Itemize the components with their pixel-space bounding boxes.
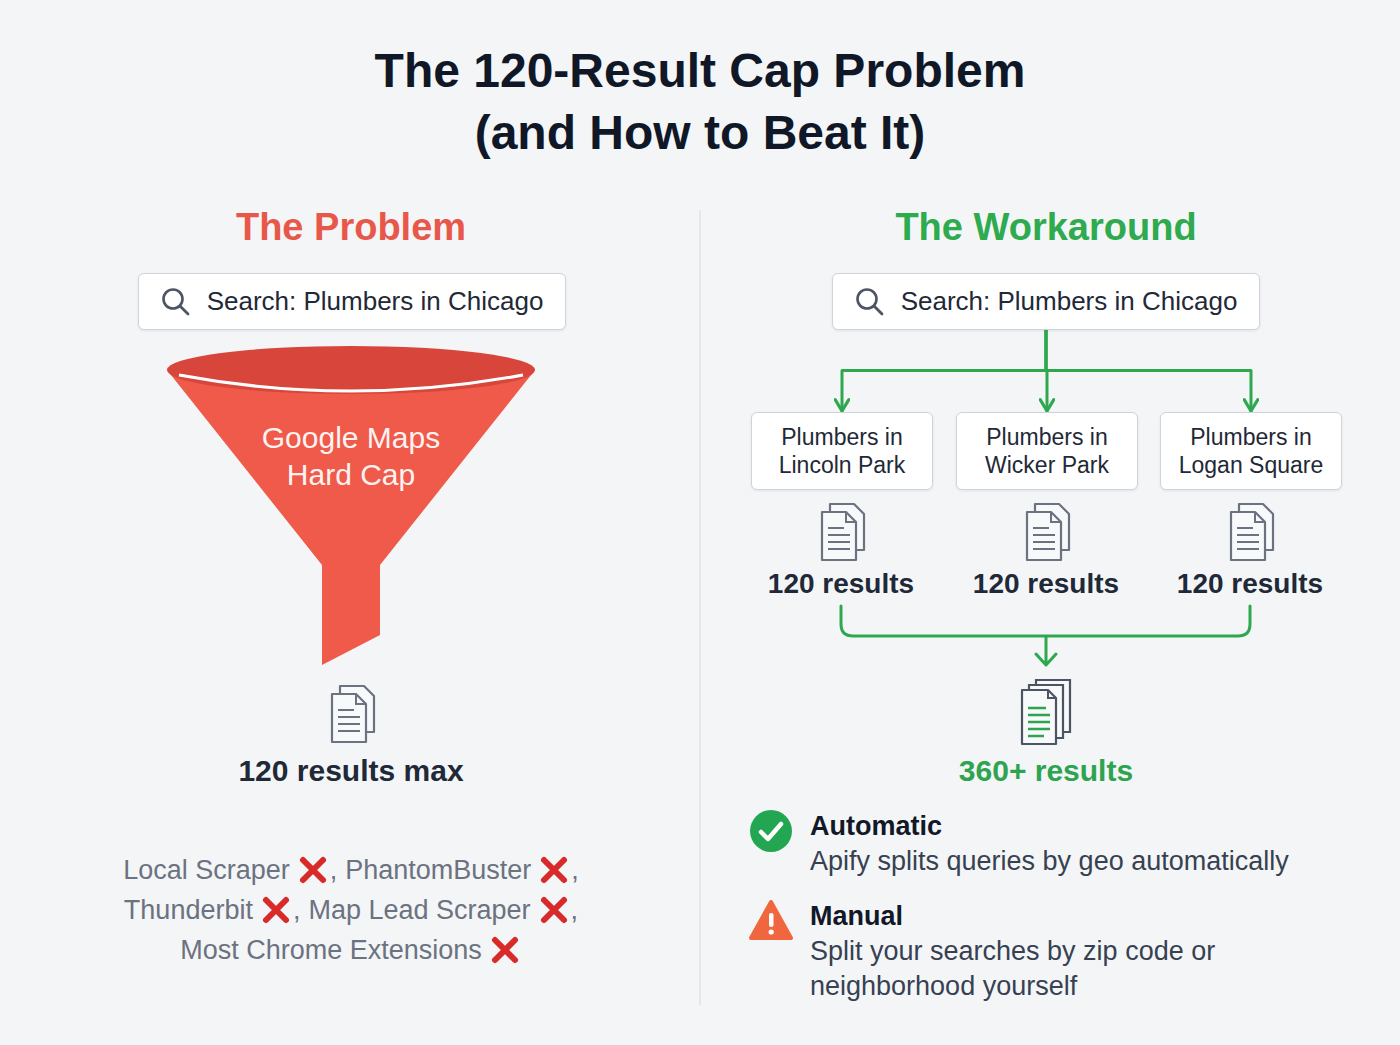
search-icon [855, 287, 885, 317]
feature-text: Apify splits queries by geo automaticall… [810, 844, 1400, 879]
check-icon [748, 808, 794, 854]
document-icon [332, 686, 374, 742]
neighborhood-box: Plumbers in Lincoln Park [751, 412, 933, 490]
funnel-outline [165, 345, 537, 667]
tool-name: Local Scraper [123, 855, 290, 886]
cross-mark [537, 894, 571, 926]
funnel-shape: Google Maps Hard Cap [165, 345, 537, 667]
separator: , [293, 895, 301, 926]
funnel-label: Google Maps Hard Cap [246, 419, 456, 493]
tool-row: Thunderbit,Map Lead Scraper, [40, 890, 662, 930]
feature-item: AutomaticApify splits queries by geo aut… [748, 808, 1400, 879]
neighborhood-box: Plumbers in Wicker Park [956, 412, 1138, 490]
tool-name: Most Chrome Extensions [180, 935, 482, 966]
cross-mark [537, 854, 571, 886]
funnel-rim [167, 346, 535, 394]
funnel-rim-highlight [179, 375, 523, 391]
separator: , [330, 855, 338, 886]
cross-mark [488, 934, 522, 966]
separator: , [571, 855, 579, 886]
node-label: Plumbers in Wicker Park [969, 423, 1125, 479]
tool-name: Thunderbit [124, 895, 253, 926]
document-stack-icon [1022, 680, 1070, 744]
document-icon [1231, 504, 1273, 560]
section-heading: The Problem [151, 203, 551, 252]
result-total: 360+ results [846, 751, 1246, 790]
document-icon [1027, 504, 1069, 560]
warning-icon [748, 898, 794, 944]
node-label: Search: Plumbers in Chicago [207, 286, 544, 317]
node-label: Search: Plumbers in Chicago [901, 286, 1238, 317]
divider-line [699, 210, 701, 1005]
merge-bracket [841, 606, 1250, 665]
node-label: Plumbers in Lincoln Park [764, 423, 920, 479]
title: The 120-Result Cap Problem (and How to B… [340, 40, 1060, 164]
tool-list: Local Scraper,PhantomBuster, Thunderbit,… [40, 850, 662, 970]
search-icon [161, 287, 191, 317]
cross-mark [296, 854, 330, 886]
connector-arrow [842, 330, 1046, 411]
feature-item: ManualSplit your searches by zip code or… [748, 898, 1265, 1004]
tool-name: Map Lead Scraper [308, 895, 530, 926]
funnel-body [167, 370, 535, 665]
feature-title: Automatic [810, 808, 1400, 844]
document-icon [822, 504, 864, 560]
search-box: Search: Plumbers in Chicago [138, 273, 567, 330]
cross-mark [259, 894, 293, 926]
separator: , [571, 895, 579, 926]
connector-arrow [1046, 330, 1251, 411]
search-box: Search: Plumbers in Chicago [832, 273, 1261, 330]
result-count: 120 results [1050, 566, 1400, 602]
tool-row: Most Chrome Extensions [40, 930, 662, 970]
tool-row: Local Scraper,PhantomBuster, [40, 850, 662, 890]
tool-name: PhantomBuster [345, 855, 531, 886]
feature-title: Manual [810, 898, 1265, 934]
neighborhood-box: Plumbers in Logan Square [1160, 412, 1342, 490]
node-label: Plumbers in Logan Square [1173, 423, 1329, 479]
result-count: 120 results max [151, 751, 551, 790]
feature-text: Split your searches by zip code or neigh… [810, 934, 1265, 1004]
section-heading: The Workaround [846, 203, 1246, 252]
